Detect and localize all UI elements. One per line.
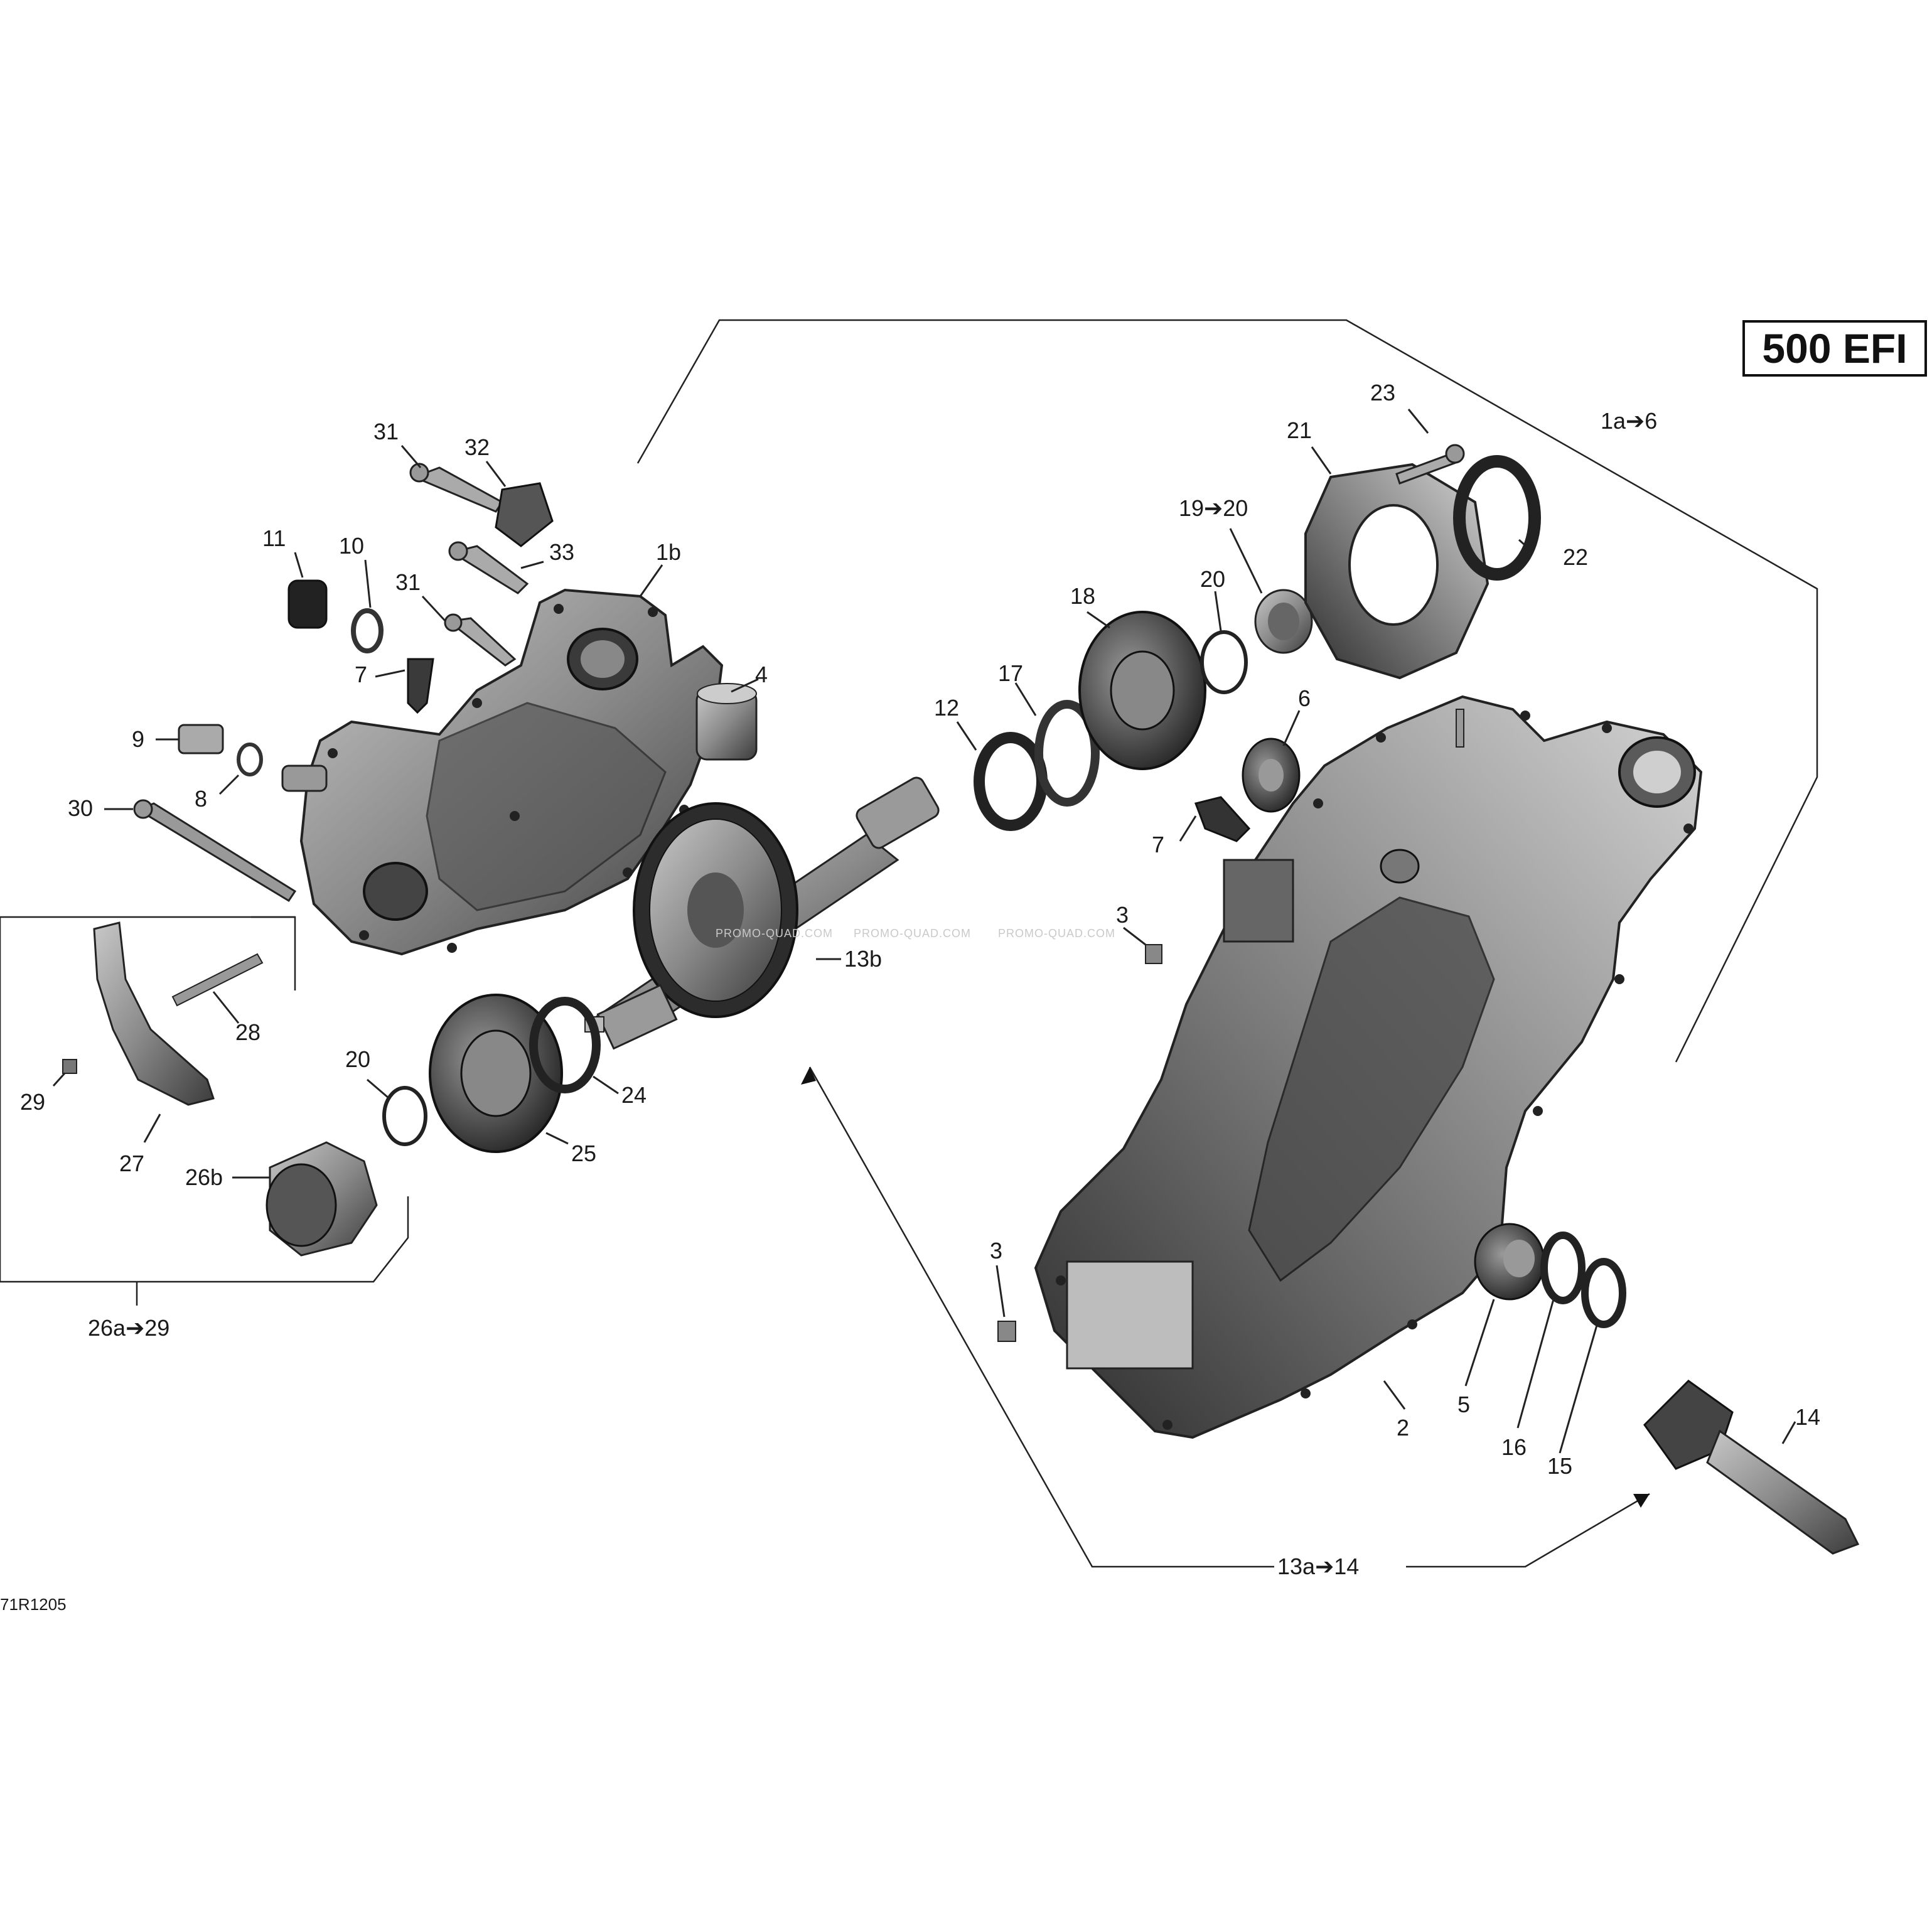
- label-15: 15: [1547, 1453, 1572, 1479]
- label-3-upper: 3: [1116, 902, 1129, 928]
- bolt-33: [448, 541, 529, 594]
- label-13b: 13b: [844, 946, 882, 972]
- washer-8: [237, 743, 263, 776]
- label-18: 18: [1070, 583, 1095, 609]
- plug-11: [287, 579, 328, 629]
- label-2: 2: [1397, 1415, 1409, 1441]
- watermark-strip: PROMO-QUAD.COM PROMO-QUAD.COM PROMO-QUAD…: [716, 927, 1115, 940]
- seal-6: [1242, 738, 1301, 813]
- bearing-25: [429, 994, 563, 1153]
- bushing-26b: [266, 1141, 378, 1257]
- bolt-31-top: [409, 463, 504, 513]
- label-31-top: 31: [373, 419, 399, 444]
- label-32: 32: [464, 434, 490, 460]
- label-8: 8: [195, 786, 207, 812]
- label-17: 17: [998, 660, 1023, 686]
- label-7-right: 7: [1152, 832, 1164, 857]
- label-26b: 26b: [185, 1164, 223, 1190]
- oring-20-left: [382, 1086, 427, 1146]
- label-9: 9: [132, 726, 144, 752]
- bushing-5: [1474, 1223, 1545, 1301]
- seal-22: [1453, 455, 1541, 581]
- label-14: 14: [1795, 1404, 1820, 1430]
- shift-fork-27: [93, 921, 215, 1106]
- ring-17: [1034, 700, 1100, 807]
- washer-10: [351, 608, 384, 653]
- svg-text:500 EFI: 500 EFI: [1762, 325, 1907, 372]
- ring-15: [1581, 1258, 1626, 1328]
- label-20-left: 20: [345, 1046, 370, 1072]
- svg-text:PROMO-QUAD.COM: PROMO-QUAD.COM: [998, 927, 1115, 940]
- label-26a-29: 26a➔29: [88, 1315, 169, 1341]
- bearing-18: [1078, 611, 1206, 770]
- figure-code: 71R1205: [0, 1595, 67, 1614]
- label-5: 5: [1457, 1392, 1470, 1417]
- label-33: 33: [549, 539, 574, 565]
- bushing-19: [1254, 589, 1313, 654]
- sensor-7-right: [1194, 796, 1251, 842]
- bracket-1a-6: [636, 319, 1818, 1063]
- label-11: 11: [262, 525, 286, 551]
- label-30: 30: [68, 795, 93, 821]
- output-shaft-gear-13b: [584, 776, 940, 1050]
- label-13a-14: 13a➔14: [1277, 1554, 1359, 1579]
- label-25: 25: [571, 1140, 596, 1166]
- cover-21: [1304, 463, 1489, 680]
- bracket-13a-14: [808, 1066, 1274, 1568]
- label-1a-6: 1a➔6: [1601, 408, 1657, 434]
- housing-left-1b: [281, 588, 724, 956]
- oring-20-right: [1200, 630, 1248, 694]
- label-23: 23: [1370, 380, 1395, 405]
- seal-12: [974, 732, 1048, 831]
- label-27: 27: [119, 1151, 144, 1176]
- label-29: 29: [20, 1089, 45, 1115]
- label-10: 10: [339, 533, 364, 559]
- leader-lines: [52, 409, 1796, 1454]
- ring-24: [529, 997, 601, 1093]
- sensor-7-left: [407, 658, 434, 714]
- shaft-28: [171, 953, 264, 1007]
- label-20-right: 20: [1200, 566, 1225, 592]
- label-22: 22: [1563, 544, 1588, 570]
- bushing-4: [695, 683, 758, 761]
- svg-text:PROMO-QUAD.COM: PROMO-QUAD.COM: [716, 927, 833, 940]
- label-21: 21: [1287, 417, 1312, 443]
- label-6: 6: [1298, 685, 1311, 711]
- fitting-32: [495, 482, 554, 547]
- pin-29: [62, 1059, 77, 1074]
- label-19-20: 19➔20: [1179, 495, 1248, 521]
- label-3-lower: 3: [990, 1238, 1002, 1264]
- bolt-23: [1395, 444, 1465, 485]
- label-24: 24: [621, 1082, 647, 1108]
- ring-16: [1540, 1232, 1586, 1304]
- bolt-30: [133, 799, 297, 903]
- label-4: 4: [755, 662, 768, 687]
- dowel-3-lower: [997, 1321, 1016, 1342]
- label-12: 12: [934, 695, 959, 721]
- bracket-26a-29: [0, 916, 409, 1283]
- dowel-3-upper: [1145, 944, 1162, 964]
- bolt-31-mid: [444, 613, 517, 667]
- label-16: 16: [1501, 1434, 1527, 1460]
- pinion-14: [1643, 1380, 1860, 1555]
- part-labels: 31 32 11 10 33 1b 31 7 4 9 8 30 28 29 27…: [20, 380, 1820, 1579]
- label-1b: 1b: [656, 539, 681, 565]
- fitting-9: [178, 724, 224, 754]
- housing-right-2: [1034, 695, 1703, 1439]
- svg-text:PROMO-QUAD.COM: PROMO-QUAD.COM: [854, 927, 971, 940]
- model-badge: 500 EFI: [1742, 320, 1927, 377]
- label-28: 28: [235, 1019, 260, 1045]
- label-7-left: 7: [355, 662, 367, 687]
- label-31-mid: 31: [395, 569, 421, 595]
